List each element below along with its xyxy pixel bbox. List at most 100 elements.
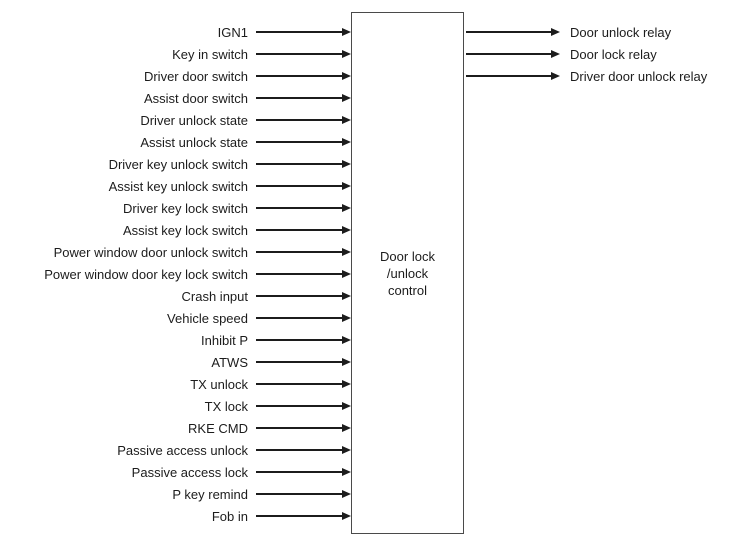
- input-signal-label: Assist unlock state: [140, 134, 248, 150]
- arrow-line: [466, 75, 551, 77]
- arrowhead-icon: [551, 28, 560, 36]
- output-signal-label: Door unlock relay: [570, 24, 672, 40]
- input-signal-label: TX lock: [204, 398, 248, 414]
- arrow-line: [256, 97, 342, 99]
- input-signal-label: Vehicle speed: [167, 310, 248, 326]
- input-signal-label: Inhibit P: [201, 332, 248, 348]
- arrow-line: [256, 273, 342, 275]
- arrowhead-icon: [342, 182, 351, 190]
- input-arrow: [256, 490, 351, 498]
- arrowhead-icon: [342, 336, 351, 344]
- input-signal-row: Driver key unlock switch: [0, 153, 351, 175]
- input-arrow: [256, 358, 351, 366]
- arrow-line: [256, 163, 342, 165]
- input-signal-row: Power window door key lock switch: [0, 263, 351, 285]
- input-arrow: [256, 424, 351, 432]
- input-arrow: [256, 94, 351, 102]
- arrow-line: [256, 295, 342, 297]
- arrow-line: [256, 141, 342, 143]
- input-signal-label: Key in switch: [172, 46, 248, 62]
- input-arrow: [256, 204, 351, 212]
- input-arrow: [256, 292, 351, 300]
- input-signal-label: Fob in: [211, 508, 248, 524]
- input-signal-row: RKE CMD: [0, 417, 351, 439]
- input-signal-label: Driver key unlock switch: [108, 156, 248, 172]
- input-signal-row: TX lock: [0, 395, 351, 417]
- input-signal-row: Vehicle speed: [0, 307, 351, 329]
- input-arrow: [256, 28, 351, 36]
- arrowhead-icon: [342, 72, 351, 80]
- arrow-line: [466, 31, 551, 33]
- arrow-line: [256, 229, 342, 231]
- input-arrow: [256, 116, 351, 124]
- output-signal-row: Driver door unlock relay: [466, 65, 741, 87]
- arrowhead-icon: [342, 226, 351, 234]
- arrowhead-icon: [342, 358, 351, 366]
- input-arrow: [256, 446, 351, 454]
- arrow-line: [256, 471, 342, 473]
- input-arrow: [256, 138, 351, 146]
- arrow-line: [256, 317, 342, 319]
- input-arrow: [256, 512, 351, 520]
- arrowhead-icon: [342, 138, 351, 146]
- input-arrow: [256, 336, 351, 344]
- input-signal-label: TX unlock: [190, 376, 248, 392]
- input-signal-label: Power window door key lock switch: [44, 266, 248, 282]
- input-signal-label: Passive access lock: [131, 464, 248, 480]
- arrowhead-icon: [342, 402, 351, 410]
- input-signal-row: ATWS: [0, 351, 351, 373]
- arrow-line: [256, 53, 342, 55]
- arrowhead-icon: [342, 160, 351, 168]
- input-signal-label: Driver unlock state: [140, 112, 248, 128]
- input-arrow: [256, 270, 351, 278]
- input-signal-row: Passive access lock: [0, 461, 351, 483]
- arrow-line: [256, 31, 342, 33]
- input-signal-row: Crash input: [0, 285, 351, 307]
- control-box: Door lock /unlock control: [351, 12, 464, 534]
- input-signal-label: RKE CMD: [188, 420, 248, 436]
- output-arrow: [466, 72, 560, 80]
- arrowhead-icon: [342, 248, 351, 256]
- arrow-line: [256, 251, 342, 253]
- arrow-line: [256, 405, 342, 407]
- input-signal-row: Driver unlock state: [0, 109, 351, 131]
- output-arrow: [466, 28, 560, 36]
- output-signal-label: Door lock relay: [570, 46, 657, 62]
- input-signal-row: Assist key unlock switch: [0, 175, 351, 197]
- input-signal-label: Assist key unlock switch: [108, 178, 248, 194]
- arrow-line: [256, 361, 342, 363]
- input-signal-row: Assist unlock state: [0, 131, 351, 153]
- arrow-line: [466, 53, 551, 55]
- input-signal-label: Assist door switch: [143, 90, 248, 106]
- input-signal-label: IGN1: [217, 24, 248, 40]
- arrowhead-icon: [342, 270, 351, 278]
- input-signal-row: Inhibit P: [0, 329, 351, 351]
- input-signal-label: Passive access unlock: [117, 442, 248, 458]
- arrowhead-icon: [551, 72, 560, 80]
- arrowhead-icon: [342, 380, 351, 388]
- arrow-line: [256, 515, 342, 517]
- arrow-line: [256, 207, 342, 209]
- input-signal-row: Power window door unlock switch: [0, 241, 351, 263]
- output-signal-label: Driver door unlock relay: [570, 68, 708, 84]
- input-signal-label: Driver door switch: [143, 68, 248, 84]
- input-arrow: [256, 226, 351, 234]
- arrow-line: [256, 383, 342, 385]
- input-arrow: [256, 182, 351, 190]
- arrow-line: [256, 339, 342, 341]
- arrowhead-icon: [342, 94, 351, 102]
- input-signal-row: P key remind: [0, 483, 351, 505]
- input-arrow: [256, 402, 351, 410]
- arrowhead-icon: [342, 314, 351, 322]
- arrowhead-icon: [342, 116, 351, 124]
- arrow-line: [256, 75, 342, 77]
- arrow-line: [256, 185, 342, 187]
- arrowhead-icon: [342, 50, 351, 58]
- input-arrow: [256, 50, 351, 58]
- input-signal-row: Fob in: [0, 505, 351, 527]
- arrowhead-icon: [342, 424, 351, 432]
- input-signal-row: Passive access unlock: [0, 439, 351, 461]
- arrow-line: [256, 119, 342, 121]
- arrowhead-icon: [342, 204, 351, 212]
